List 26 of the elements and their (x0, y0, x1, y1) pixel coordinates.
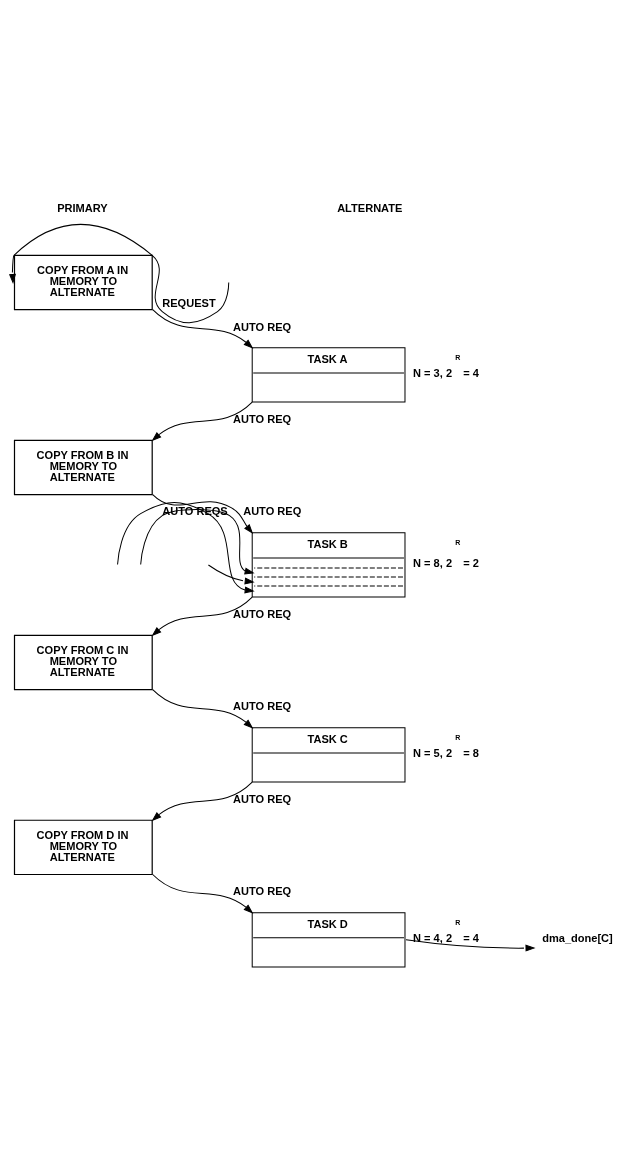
label: ALTERNATE (337, 201, 403, 214)
label: PRIMARY (57, 201, 108, 214)
arrow (151, 781, 253, 821)
edge-label: AUTO REQ (233, 607, 292, 620)
edge-label: AUTO REQ (243, 504, 302, 517)
edge-label: AUTO REQ (233, 792, 292, 805)
arrow (151, 596, 253, 636)
edge-label: AUTO REQ (233, 320, 292, 333)
arrow (151, 401, 253, 441)
arrow (152, 873, 254, 914)
arrow (207, 563, 255, 585)
edge-label: REQUEST (162, 296, 216, 309)
arrow (140, 508, 255, 574)
arrow (8, 223, 230, 323)
edge-label: AUTO REQ (233, 884, 292, 897)
edge-label: AUTO REQ (233, 699, 292, 712)
arrow (405, 938, 536, 952)
node-box: COPY FROM B IN MEMORY TO ALTERNATE (13, 439, 153, 495)
node-box: COPY FROM A IN MEMORY TO ALTERNATE (13, 254, 153, 310)
arrow (152, 308, 254, 349)
arrow (117, 501, 255, 593)
arrow (152, 688, 254, 729)
node-box: COPY FROM D IN MEMORY TO ALTERNATE (13, 819, 153, 875)
node-text: dma_done[C] (542, 931, 613, 944)
edge-label: AUTO REQ (233, 412, 292, 425)
node-box: COPY FROM C IN MEMORY TO ALTERNATE (13, 634, 153, 690)
